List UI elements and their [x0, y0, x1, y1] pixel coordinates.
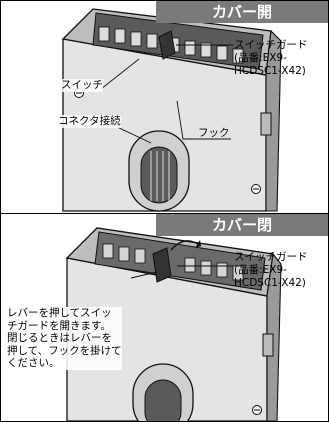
panel-title-cover-closed: カバー閉 [156, 214, 328, 236]
panel-divider [1, 213, 328, 214]
device-illustration-closed [65, 227, 282, 421]
device-illustration-open [61, 8, 282, 212]
label-switch-guard: スイッチガード [234, 251, 308, 263]
panel-cover-open: カバー開 スイッチガード (品番:EX9- HCDSC1-X42) スイッチ コ… [1, 1, 328, 213]
label-part-number: (品番:EX9- HCDSC1-X42) [234, 264, 306, 289]
panel-title-cover-open: カバー開 [156, 1, 328, 23]
label-switch: スイッチ [61, 79, 103, 92]
label-connector: コネクタ接続 [58, 115, 121, 128]
panel-cover-closed: カバー閉 スイッチガード (品番:EX9- HCDSC1-X42) レバーを押し… [1, 214, 328, 421]
label-hook: フック [198, 127, 230, 139]
label-part-number: (品番:EX9- HCDSC1-X42) [234, 52, 306, 77]
instruction-text: レバーを押してスイッ チガードを開きます。 閉じるときはレバーを 押して、フック… [7, 307, 122, 370]
label-switch-guard: スイッチガード [234, 39, 308, 51]
